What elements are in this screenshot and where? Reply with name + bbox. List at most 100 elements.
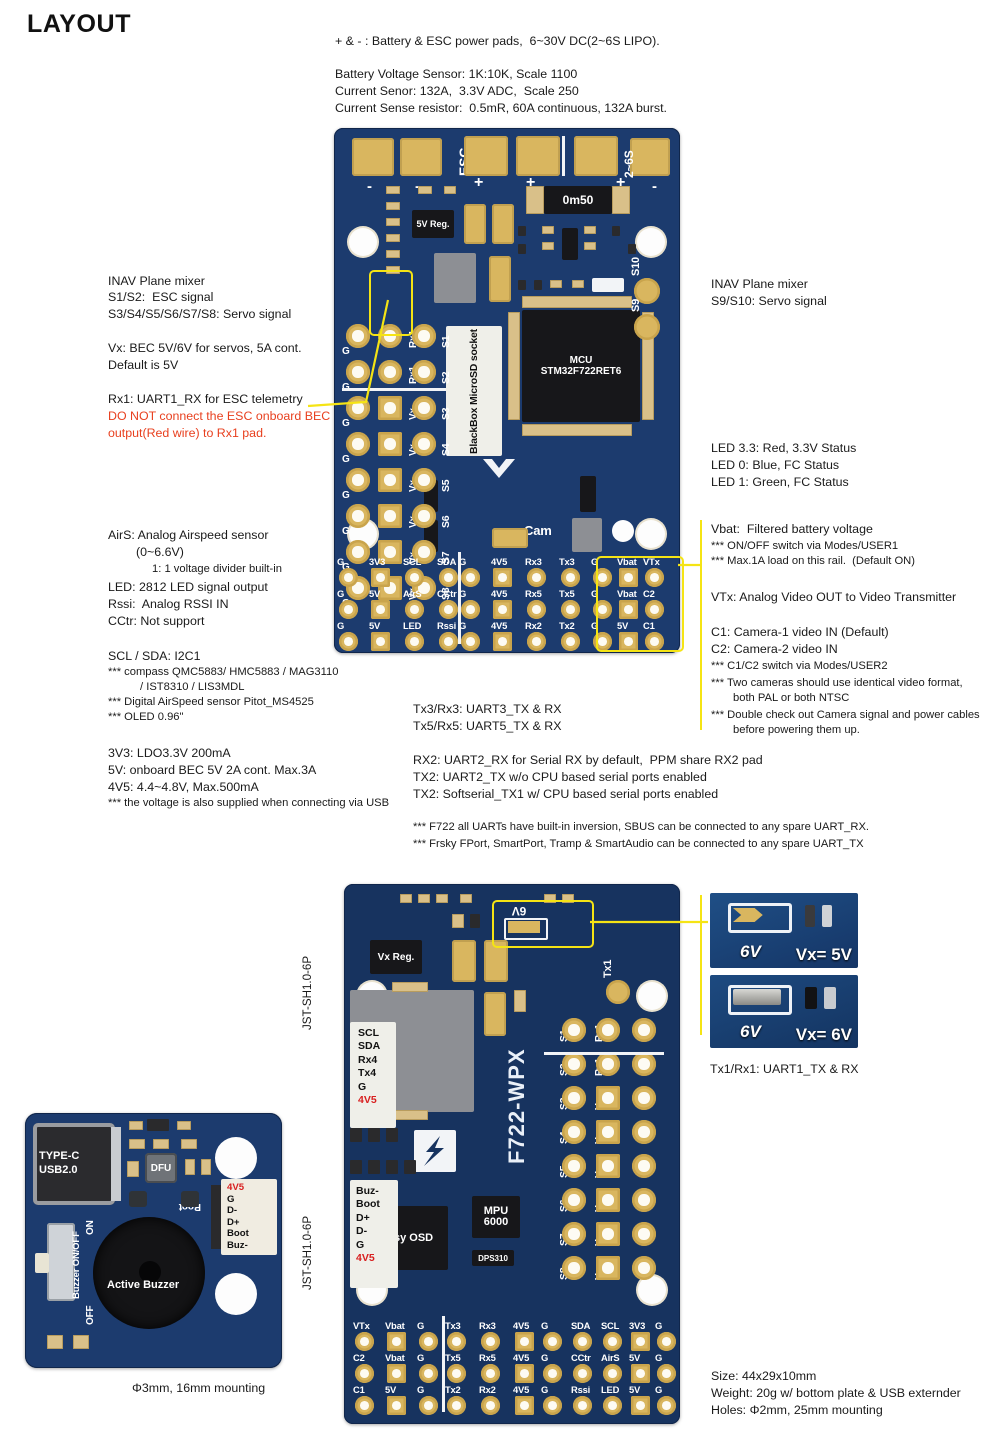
pad-s3[interactable]: [412, 396, 436, 420]
pad-vx[interactable]: [378, 468, 402, 492]
pad-4v5[interactable]: [515, 1332, 534, 1351]
pad-s8[interactable]: [562, 1256, 586, 1280]
usb-c-connector[interactable]: TYPE-C USB2.0: [33, 1123, 115, 1205]
pad-g[interactable]: [543, 1332, 562, 1351]
pad-vx[interactable]: [596, 1256, 620, 1280]
pad-c2[interactable]: [355, 1364, 374, 1383]
dfu-button[interactable]: DFU: [145, 1153, 177, 1183]
pad-vx[interactable]: [596, 1120, 620, 1144]
pad-4v5[interactable]: [515, 1364, 534, 1383]
pad-vx[interactable]: [596, 1222, 620, 1246]
pad-vx[interactable]: [596, 1086, 620, 1110]
pad-s5[interactable]: [562, 1154, 586, 1178]
pad-vx[interactable]: [378, 396, 402, 420]
pad-c1[interactable]: [355, 1396, 374, 1415]
pad-5v[interactable]: [371, 632, 390, 651]
pad-vbat[interactable]: [619, 568, 638, 587]
pad-s2[interactable]: [562, 1052, 586, 1076]
pad-ground[interactable]: [346, 360, 370, 384]
pad-g[interactable]: [339, 632, 358, 651]
pad-cctr[interactable]: [573, 1364, 592, 1383]
pad-g[interactable]: [543, 1396, 562, 1415]
pad-5v[interactable]: [631, 1396, 650, 1415]
pad-led[interactable]: [603, 1396, 622, 1415]
pad-ground[interactable]: [346, 468, 370, 492]
pad-vtx[interactable]: [355, 1332, 374, 1351]
pad-rx1[interactable]: [596, 1018, 620, 1042]
pad-ground[interactable]: [346, 504, 370, 528]
pad-s2[interactable]: [412, 360, 436, 384]
pad-s6[interactable]: [562, 1188, 586, 1212]
pad-3v3[interactable]: [371, 568, 390, 587]
pad-scl[interactable]: [405, 568, 424, 587]
pad-vbat[interactable]: [387, 1332, 406, 1351]
pad-g[interactable]: [339, 568, 358, 587]
pad-5v[interactable]: [387, 1396, 406, 1415]
pad-vx[interactable]: [596, 1188, 620, 1212]
pad-4v5[interactable]: [493, 568, 512, 587]
pad-ground[interactable]: [632, 1154, 656, 1178]
pad-cctr[interactable]: [439, 600, 458, 619]
pad-g[interactable]: [461, 632, 480, 651]
pad-vx[interactable]: [596, 1154, 620, 1178]
pad-g[interactable]: [419, 1332, 438, 1351]
pad-s5[interactable]: [412, 468, 436, 492]
pad-s6[interactable]: [412, 504, 436, 528]
pad-ground[interactable]: [632, 1018, 656, 1042]
pad-ground[interactable]: [346, 432, 370, 456]
pad-rssi[interactable]: [573, 1396, 592, 1415]
pad-scl[interactable]: [603, 1332, 622, 1351]
pad-ground[interactable]: [346, 324, 370, 348]
pad-s7[interactable]: [412, 540, 436, 564]
pad-ground[interactable]: [632, 1256, 656, 1280]
pad-5v[interactable]: [619, 632, 638, 651]
pad-5v[interactable]: [371, 600, 390, 619]
pad-tx3[interactable]: [561, 568, 580, 587]
pad-rx2[interactable]: [481, 1396, 500, 1415]
pad-s3[interactable]: [562, 1086, 586, 1110]
pad-g[interactable]: [657, 1332, 676, 1351]
pad-g[interactable]: [593, 632, 612, 651]
pad-rx5[interactable]: [527, 600, 546, 619]
pad-ground[interactable]: [346, 540, 370, 564]
pad-sda[interactable]: [573, 1332, 592, 1351]
pad-g[interactable]: [657, 1396, 676, 1415]
pad-led[interactable]: [405, 632, 424, 651]
pad-g[interactable]: [419, 1396, 438, 1415]
pad-rx5[interactable]: [481, 1364, 500, 1383]
pad-g[interactable]: [593, 600, 612, 619]
pad-g[interactable]: [461, 568, 480, 587]
pad-4v5[interactable]: [515, 1396, 534, 1415]
pad-tx2[interactable]: [447, 1396, 466, 1415]
pad-g[interactable]: [461, 600, 480, 619]
pad-g[interactable]: [657, 1364, 676, 1383]
pad-s1[interactable]: [412, 324, 436, 348]
pad-3v3[interactable]: [631, 1332, 650, 1351]
pad-vbat[interactable]: [387, 1364, 406, 1383]
pad-4v5[interactable]: [493, 632, 512, 651]
pad-g[interactable]: [543, 1364, 562, 1383]
pad-rx3[interactable]: [527, 568, 546, 587]
pad-g[interactable]: [593, 568, 612, 587]
pad-airs[interactable]: [603, 1364, 622, 1383]
pad-vtx[interactable]: [645, 568, 664, 587]
pad-vx[interactable]: [378, 432, 402, 456]
pad-rx3[interactable]: [481, 1332, 500, 1351]
pad-tx2[interactable]: [561, 632, 580, 651]
pad-s9[interactable]: [634, 314, 660, 340]
pad-ground[interactable]: [632, 1052, 656, 1076]
pad-rx1[interactable]: [378, 360, 402, 384]
pad-sda[interactable]: [439, 568, 458, 587]
pad-airs[interactable]: [405, 600, 424, 619]
pad-vx[interactable]: [378, 504, 402, 528]
vx-jumper-area[interactable]: 6V: [492, 904, 568, 940]
pad-ground[interactable]: [632, 1120, 656, 1144]
pad-4v5[interactable]: [493, 600, 512, 619]
pad-s7[interactable]: [562, 1222, 586, 1246]
pad-s4[interactable]: [562, 1120, 586, 1144]
pad-tx5[interactable]: [447, 1364, 466, 1383]
pad-vx[interactable]: [378, 540, 402, 564]
pad-tx3[interactable]: [447, 1332, 466, 1351]
